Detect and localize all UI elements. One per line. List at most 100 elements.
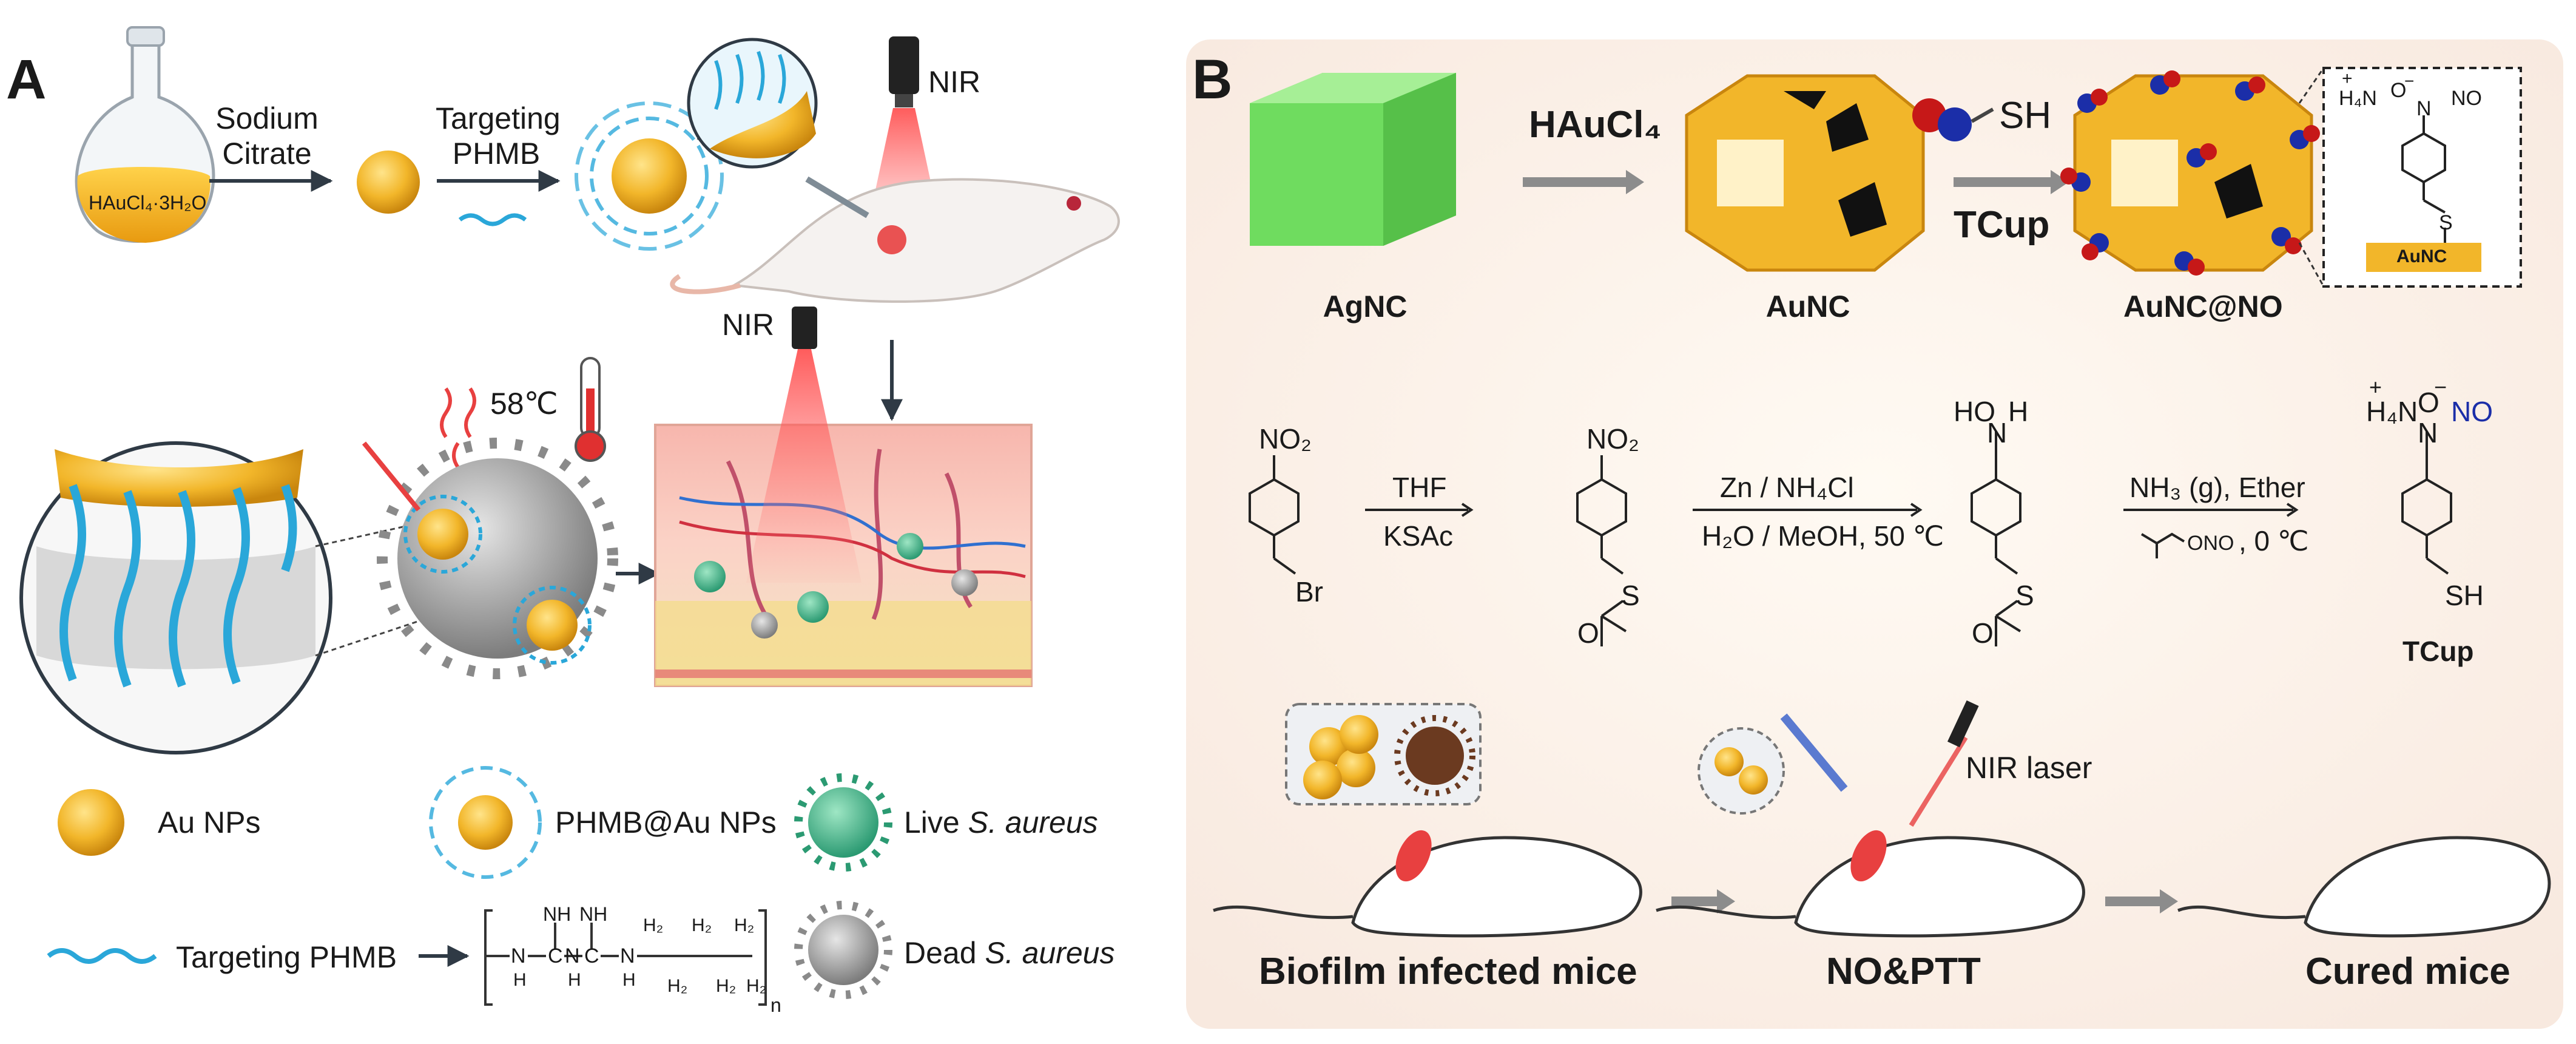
tcup-molecule-icon (1912, 98, 1994, 141)
phmb-au-np-icon (575, 101, 724, 251)
legend-live-prefix: Live (904, 805, 968, 839)
syn-solvent: H₂O / MeOH, 50 ℃ (1702, 520, 1944, 552)
polymer-n-3: N (620, 944, 635, 968)
syn-no: NO (2451, 396, 2493, 427)
cured-label: Cured mice (2305, 951, 2510, 992)
syn-sh: SH (2445, 580, 2484, 611)
legend-live-bacteria: Live S. aureus (904, 807, 1098, 838)
polymer-h2-2: H₂ (667, 976, 688, 996)
polymer-h-1: H (513, 970, 527, 990)
syn-minus: − (2434, 375, 2447, 399)
syringe-icon (805, 176, 869, 219)
step2-label-line1: Targeting (436, 101, 561, 135)
inset-box (2298, 67, 2522, 288)
syn-s-c: S (2015, 580, 2034, 611)
temperature-label: 58℃ (490, 387, 558, 421)
syn-ammonium: H₄N (2366, 396, 2418, 427)
polymer-h2-4: H₂ (716, 976, 737, 996)
inset-no: NO (2451, 87, 2482, 110)
mouse-infected-icon (1213, 830, 1642, 938)
flask-icon (75, 26, 215, 243)
legend-phmb-au-np-icon (429, 766, 542, 879)
aunc-label: AuNC (1765, 290, 1850, 324)
syringe-b-icon (1698, 713, 1848, 815)
dead-bacterium-cluster-icon (377, 438, 618, 679)
mouse-cured-icon (2177, 836, 2551, 938)
syn-o: O (2418, 387, 2439, 418)
heat-wave-icon (440, 387, 476, 469)
mouse-treated-icon (1656, 700, 2085, 938)
legend-dead-species: S. aureus (985, 936, 1115, 970)
legend-targeting-phmb: Targeting PHMB (176, 940, 397, 974)
polymer-n-sub: n (770, 994, 781, 1016)
legend-phmb-icon (47, 948, 157, 964)
polymer-n-1: N (511, 944, 526, 968)
treatment-label: NO&PTT (1826, 951, 1981, 992)
legend-live-bacterium-icon (794, 773, 892, 872)
reagent-haucl4: HAuCl₄ (1529, 104, 1662, 146)
inset-o: O (2390, 79, 2407, 102)
panel-b-background (1186, 39, 2563, 1029)
aunc-no-icon (2060, 70, 2320, 276)
panel-b-label: B (1192, 49, 1233, 110)
reagent-tcup: TCup (1954, 204, 2050, 246)
syn-nh3: NH₃ (g), Ether (2129, 472, 2305, 503)
syn-zn: Zn / NH₄Cl (1720, 472, 1854, 503)
reagent-sh: SH (1999, 95, 2052, 137)
syn-h: H (2008, 396, 2029, 427)
nanoparticle-cluster-icon (1285, 703, 1482, 805)
au-np-icon (357, 151, 420, 214)
syn-plus: + (2369, 375, 2382, 399)
syn-br: Br (1295, 576, 1323, 608)
polymer-h-3: H (622, 970, 636, 990)
polymer-h2-6: H₂ (746, 976, 767, 996)
phmb-strand-icon (458, 213, 527, 226)
polymer-h2-3: H₂ (692, 915, 712, 935)
polymer-nh-1: NH (543, 903, 572, 925)
polymer-c-1: C (548, 944, 563, 968)
syn-thf: THF (1392, 472, 1447, 503)
laser-beam-a (362, 441, 421, 512)
panel-a-label: A (6, 49, 47, 110)
step1-label-line2: Citrate (222, 137, 312, 171)
thermometer-icon (575, 357, 606, 462)
aunc-no-label: AuNC@NO (2123, 290, 2283, 324)
polymer-n-2: N (565, 944, 580, 968)
phmb-structure (484, 909, 767, 1006)
nir-skin-label: NIR (722, 308, 775, 342)
inset-aunc: AuNC (2396, 246, 2447, 266)
aunc-nanocage-icon (1685, 74, 1925, 272)
zoom-inset-icon (687, 38, 818, 169)
syn-o-c: O (1972, 617, 1994, 649)
agnc-cube-icon (1250, 73, 1456, 246)
syn-no2-b: NO₂ (1586, 423, 1639, 455)
infected-label: Biofilm infected mice (1259, 951, 1637, 992)
polymer-nh-2: NH (579, 903, 608, 925)
syn-o-b: O (1577, 617, 1599, 649)
legend-dead-bacteria: Dead S. aureus (904, 938, 1114, 968)
syn-ho: HO (1954, 396, 1995, 427)
surface-zoom-icon (19, 441, 425, 754)
syn-no2-a: NO₂ (1259, 423, 1312, 455)
rat-icon (670, 178, 1120, 303)
polymer-h2-5: H₂ (734, 915, 755, 935)
inset-ammonium: H₄N (2339, 87, 2377, 110)
nir-top-label: NIR (928, 65, 981, 99)
syn-s-b: S (1621, 580, 1640, 611)
polymer-h-2: H (568, 970, 581, 990)
syn-n2: N (2418, 417, 2438, 449)
syn-cold: , 0 ℃ (2239, 525, 2309, 557)
syn-n: N (1987, 417, 2008, 449)
legend-dead-prefix: Dead (904, 936, 985, 970)
legend-au-np-icon (58, 789, 124, 856)
polymer-h2-1: H₂ (643, 915, 664, 935)
step1-label-line1: Sodium (215, 101, 319, 135)
inset-minus: − (2404, 72, 2415, 90)
legend-au-nps: Au NPs (158, 805, 261, 839)
legend-live-species: S. aureus (968, 805, 1098, 839)
agnc-label: AgNC (1323, 290, 1408, 324)
legend-dead-bacterium-icon (794, 901, 892, 999)
syn-ono: ONO (2187, 532, 2234, 555)
